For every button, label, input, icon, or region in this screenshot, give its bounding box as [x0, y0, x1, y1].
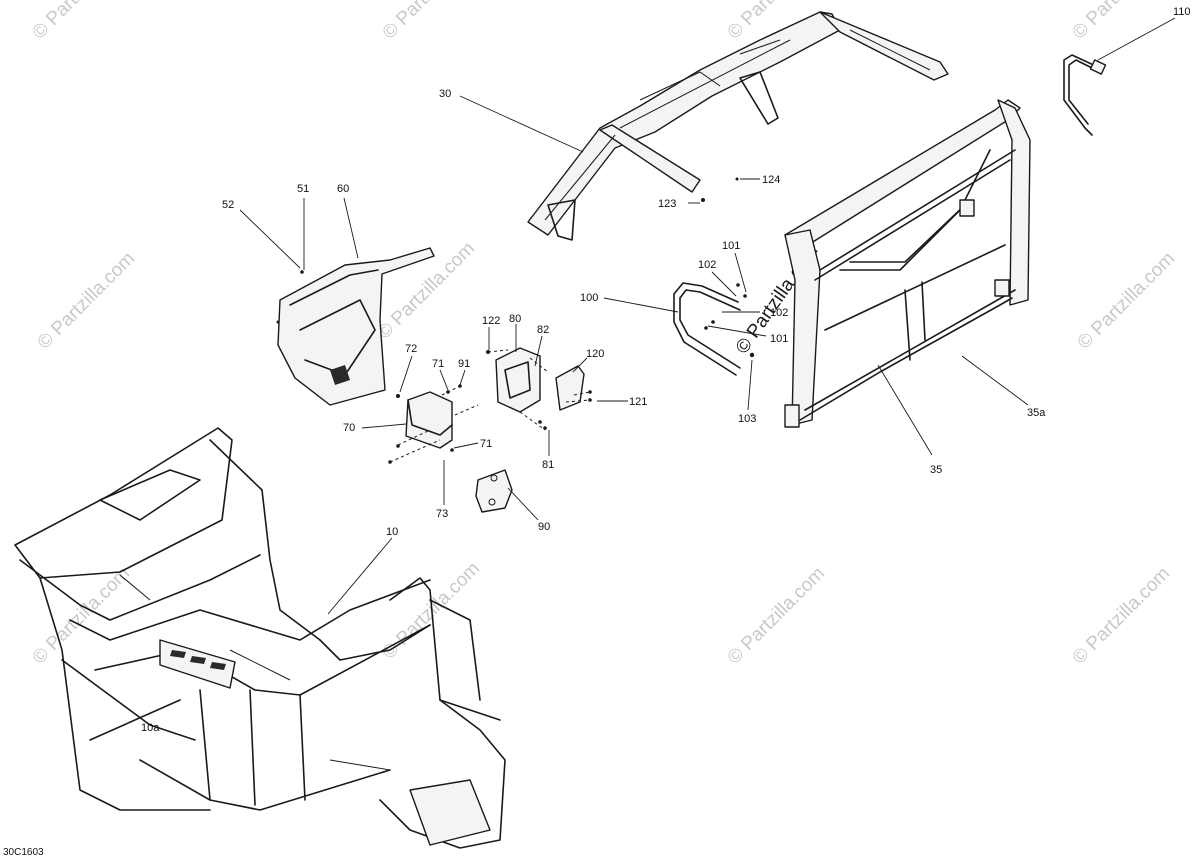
callout-102-bottom: 102 — [770, 307, 788, 319]
callout-101-top: 101 — [722, 240, 740, 252]
watermark: © Partzilla.com — [1069, 563, 1174, 668]
callout-80: 80 — [509, 313, 521, 325]
part-90-bracket — [475, 469, 513, 513]
callout-72: 72 — [405, 343, 417, 355]
callout-60: 60 — [337, 183, 349, 195]
callout-121: 121 — [629, 396, 647, 408]
callout-101-bottom: 101 — [770, 333, 788, 345]
part-100-rear-bar — [673, 282, 755, 376]
watermark: © Partzilla.com — [34, 248, 139, 353]
watermark: © Partzilla.com — [1069, 0, 1174, 44]
callout-10: 10 — [386, 526, 398, 538]
callout-110: 110 — [1173, 6, 1191, 18]
callout-122: 122 — [482, 315, 500, 327]
part-10-main-frame — [14, 427, 506, 849]
callout-71-top: 71 — [432, 358, 444, 370]
callout-70: 70 — [343, 422, 355, 434]
leader-lines — [239, 17, 1176, 615]
callout-35a: 35a — [1027, 407, 1046, 419]
callout-120: 120 — [586, 348, 604, 360]
callout-10a: 10a — [141, 722, 160, 734]
part-120-plate — [555, 365, 592, 411]
part-70-cover — [388, 384, 479, 464]
callout-30: 30 — [439, 88, 451, 100]
callout-82: 82 — [537, 324, 549, 336]
callout-labels: 110 30 124 123 51 52 60 101 102 100 102 … — [141, 6, 1191, 734]
callout-102-top: 102 — [698, 259, 716, 271]
part-80-mount — [486, 347, 549, 431]
callout-100: 100 — [580, 292, 598, 304]
callout-90: 90 — [538, 521, 550, 533]
watermark: © Partzilla.com — [1074, 248, 1179, 353]
callout-52: 52 — [222, 199, 234, 211]
callout-73: 73 — [436, 508, 448, 520]
watermark: © Partzilla.com — [379, 0, 484, 44]
part-30-upper-cage — [527, 11, 949, 241]
callout-91: 91 — [458, 358, 470, 370]
callout-123: 123 — [658, 198, 676, 210]
callout-71-bottom: 71 — [480, 438, 492, 450]
part-110-grab-handle — [1063, 54, 1107, 136]
part-35-rear-cage — [784, 99, 1031, 428]
callout-81: 81 — [542, 459, 554, 471]
callout-35: 35 — [930, 464, 942, 476]
callout-51: 51 — [297, 183, 309, 195]
watermark: © Partzilla.com — [724, 563, 829, 668]
callout-124: 124 — [762, 174, 780, 186]
watermark: © Partzilla.com — [29, 0, 134, 44]
part-60-bracket — [276, 247, 435, 406]
diagram-code: 30C1603 — [3, 847, 44, 858]
callout-103: 103 — [738, 413, 756, 425]
